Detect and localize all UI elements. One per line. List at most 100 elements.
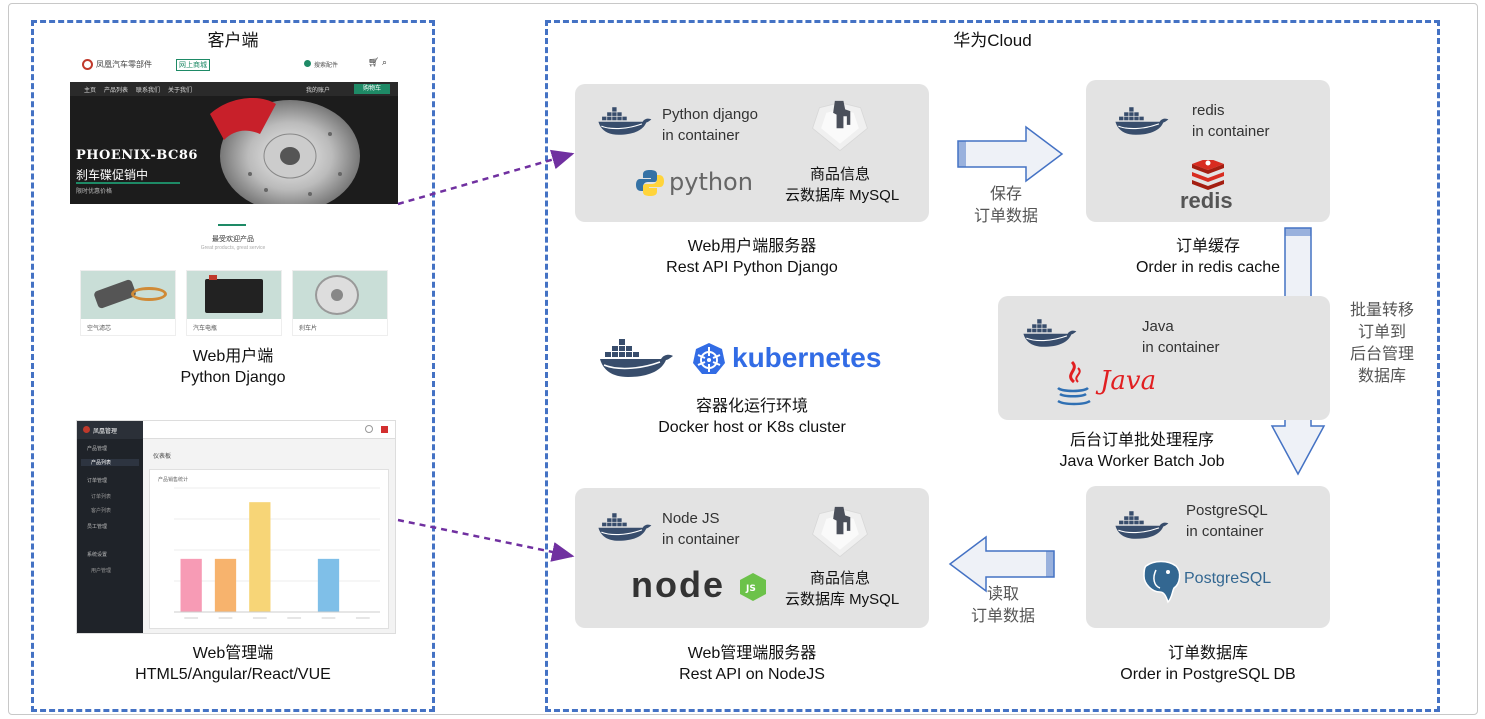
python-logo-text: python	[669, 168, 753, 196]
redis-logo-icon	[1192, 160, 1224, 190]
docker-icon	[1022, 318, 1080, 348]
shop-nav-bar: 主页 产品列表 联系我们 关于我们 我的账户 购物车	[70, 82, 398, 96]
redis-caption-2: Order in redis cache	[1135, 259, 1281, 276]
mysql-label-1: 商品信息	[809, 166, 870, 183]
postgres-container-label-1: PostgreSQL	[1186, 502, 1268, 519]
java-container-label-1: Java	[1142, 318, 1174, 335]
shop-search-label[interactable]: 搜索配件	[314, 63, 339, 69]
admin-search-icon[interactable]	[365, 425, 373, 433]
admin-menu-item[interactable]: 员工管理	[87, 524, 108, 530]
sales-bar-chart	[174, 487, 380, 619]
node-server-card: Node JS in container node JS 商品信息 云数据库 M…	[575, 488, 929, 628]
shop-section-divider	[218, 224, 246, 226]
shop-section-subtitle: Great products, great service	[200, 245, 266, 251]
admin-menu-item-active[interactable]: 产品列表	[81, 459, 139, 466]
node-logo-text: node	[631, 564, 725, 605]
shop-login-link[interactable]: 我的账户	[306, 88, 331, 94]
web-client-caption-2: Python Django	[180, 369, 286, 386]
postgres-card: PostgreSQL in container PostgreSQL	[1086, 486, 1330, 628]
shop-search-icon[interactable]	[304, 60, 311, 67]
product-name: 刹车片	[299, 326, 318, 332]
kubernetes-helm-icon	[693, 343, 725, 374]
shop-section-title: 最受欢迎产品	[212, 236, 254, 243]
admin-menu-item[interactable]: 产品管理	[87, 446, 108, 452]
shop-nav-item[interactable]: 联系我们	[136, 88, 161, 94]
admin-topbar	[143, 421, 395, 439]
docker-icon	[1114, 510, 1172, 540]
node-mysql-label-2: 云数据库 MySQL	[785, 591, 900, 608]
product-card[interactable]: 空气滤芯	[80, 270, 176, 336]
admin-logo-icon	[83, 426, 90, 433]
k8s-caption-1: 容器化运行环境	[695, 398, 808, 415]
web-admin-caption-1: Web管理端	[192, 645, 274, 662]
chart-bar	[180, 558, 202, 612]
shop-search-button-icon[interactable]: ⌕	[382, 57, 388, 67]
java-container-label-2: in container	[1142, 339, 1220, 356]
save-arrow-label-1: 保存	[989, 186, 1022, 203]
shop-logo-text: 凤凰汽车零部件	[96, 60, 152, 69]
mysql-cloud-db-icon	[805, 94, 875, 154]
cloud-region	[545, 20, 1440, 712]
product-image	[187, 271, 281, 319]
web-user-server-card: Python django in container python 商品信息 云…	[575, 84, 929, 222]
node-container-label-2: in container	[662, 531, 740, 548]
docker-icon	[598, 338, 678, 378]
batch-arrow-label-2: 订单到	[1357, 324, 1406, 341]
admin-menu-item[interactable]: 系统设置	[87, 552, 108, 558]
admin-close-icon[interactable]	[381, 426, 388, 433]
product-image	[81, 271, 175, 319]
admin-menu-item[interactable]: 客户列表	[91, 508, 112, 514]
product-card[interactable]: 刹车片	[292, 270, 388, 336]
node-caption-2: Rest API on NodeJS	[679, 666, 825, 683]
redis-caption-1: 订单缓存	[1175, 238, 1240, 255]
shop-hero-note: 限时优惠价格	[76, 189, 113, 195]
shop-nav-item[interactable]: 产品列表	[104, 88, 129, 94]
shop-logo-icon	[82, 59, 93, 70]
shop-nav-item[interactable]: 关于我们	[168, 88, 193, 94]
admin-chart-title: 产品销售统计	[158, 477, 189, 483]
node-container-label-1: Node JS	[662, 510, 720, 527]
chart-bar	[214, 558, 237, 612]
brake-disc-image	[210, 98, 360, 204]
batch-arrow-label-1: 批量转移	[1349, 302, 1414, 319]
admin-menu-item[interactable]: 用户管理	[91, 568, 112, 574]
shop-cart-icon[interactable]: 🛒︎	[368, 57, 380, 67]
chart-bar	[249, 502, 271, 612]
shop-hero-title: PHOENIX-BC86	[76, 148, 198, 163]
web-user-server-caption-2: Rest API Python Django	[666, 259, 838, 276]
redis-container-label-2: in container	[1192, 123, 1270, 140]
admin-sidebar: 凤凰管理 产品管理 产品列表 订单管理 订单列表 客户列表 员工管理 系统设置 …	[77, 421, 143, 633]
client-region	[31, 20, 435, 712]
docker-icon	[597, 106, 655, 136]
admin-dashboard-screenshot: 凤凰管理 产品管理 产品列表 订单管理 订单列表 客户列表 员工管理 系统设置 …	[76, 420, 396, 634]
diagram-frame	[8, 3, 1478, 715]
shop-cart-button[interactable]: 购物车	[354, 84, 390, 94]
node-js-hex-icon: JS	[740, 573, 766, 601]
postgres-caption-1: 订单数据库	[1167, 645, 1248, 662]
redis-card: redis in container redis	[1086, 80, 1330, 222]
admin-menu-item[interactable]: 订单管理	[87, 478, 108, 484]
java-logo-text: Java	[1100, 366, 1157, 396]
postgres-container-label-2: in container	[1186, 523, 1264, 540]
product-card[interactable]: 汽车电瓶	[186, 270, 282, 336]
web-shop-screenshot: 凤凰汽车零部件 网上商城 搜索配件 🛒︎ ⌕ 主页 产品列表 联系我们 关于我们…	[68, 52, 398, 342]
shop-nav-item[interactable]: 主页	[84, 88, 97, 94]
cloud-region-title: 华为Cloud	[953, 31, 1032, 50]
java-card: Java in container Java	[998, 296, 1330, 420]
save-arrow-label-2: 订单数据	[973, 208, 1038, 225]
shop-hero-divider	[76, 182, 180, 184]
read-arrow-label-1: 读取	[986, 586, 1019, 603]
mysql-cloud-db-icon	[805, 500, 875, 560]
java-caption-2: Java Worker Batch Job	[1059, 453, 1225, 470]
postgres-caption-2: Order in PostgreSQL DB	[1120, 666, 1296, 683]
shop-hero-subtitle: 刹车碟促销中	[76, 168, 149, 182]
redis-logo-text: redis	[1180, 188, 1233, 213]
chart-bar	[317, 558, 340, 612]
java-caption-1: 后台订单批处理程序	[1069, 432, 1214, 449]
k8s-caption-2: Docker host or K8s cluster	[658, 419, 846, 436]
shop-logo-badge: 网上商城	[176, 59, 210, 71]
admin-menu-item[interactable]: 订单列表	[91, 494, 112, 500]
web-admin-caption-2: HTML5/Angular/React/VUE	[135, 666, 331, 683]
postgresql-elephant-icon	[1143, 560, 1181, 604]
java-cup-icon	[1057, 360, 1091, 406]
